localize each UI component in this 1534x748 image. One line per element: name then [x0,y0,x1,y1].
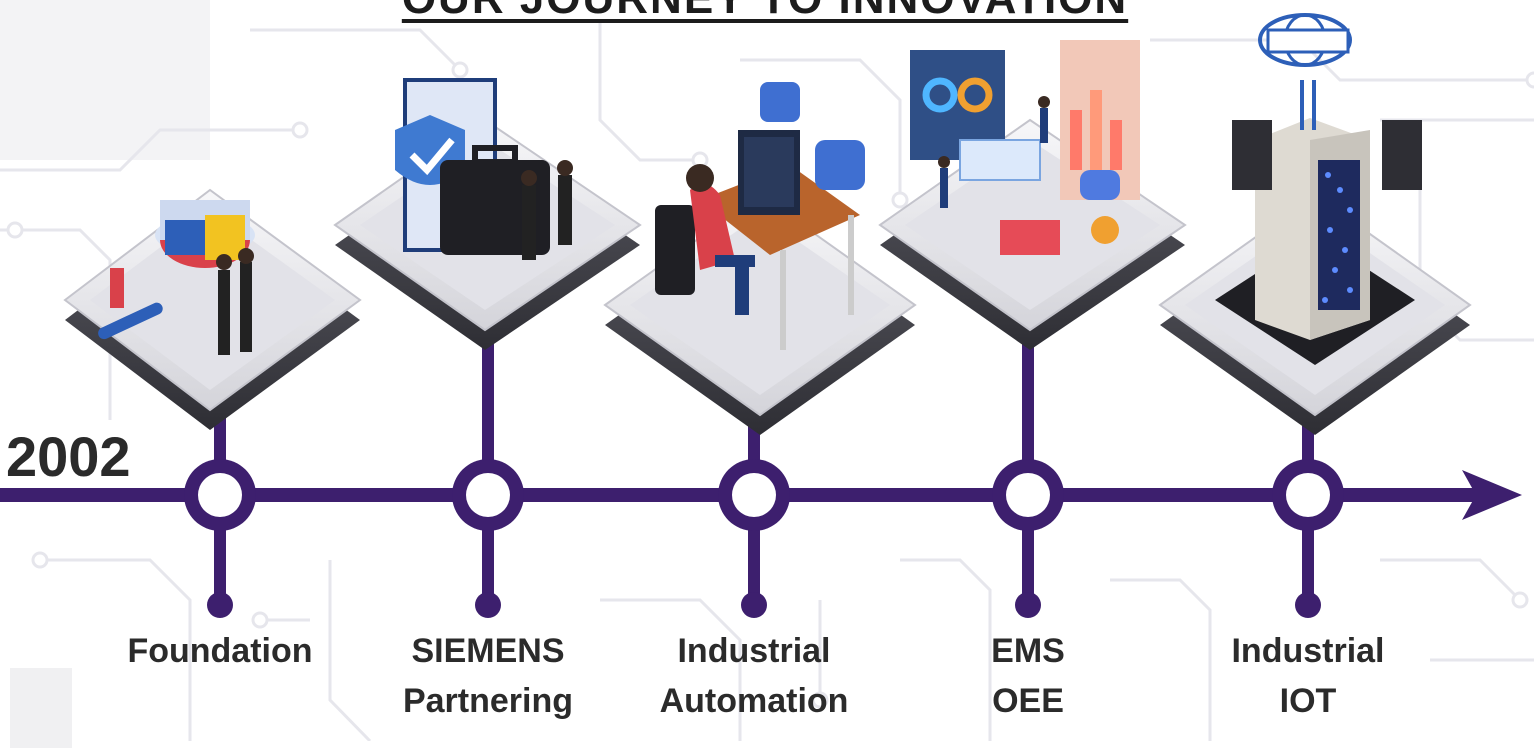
milestone-label-foundation: Foundation [105,626,335,676]
milestone-industrial-automation [603,82,917,618]
milestone-label-line1: SIEMENS [411,632,565,670]
milestone-label-ems-oee: EMS OEE [913,626,1143,726]
milestone-label-line1: Foundation [127,632,313,670]
milestone-ems-oee [878,40,1187,618]
milestone-label-line2: Partnering [402,682,574,720]
milestone-label-industrial-automation: Industrial Automation [639,626,869,726]
data-analysis-icon [98,200,255,355]
milestone-label-line2: OEE [992,682,1064,720]
milestone-label-line2: IOT [1279,682,1337,720]
milestone-label-industrial-iot: Industrial IOT [1193,626,1423,726]
milestone-industrial-iot [1158,13,1472,618]
milestone-label-line2: Automation [659,682,849,720]
iot-server-icon [1232,13,1422,340]
page-title: OUR JOURNEY TO INNOVATION [330,0,1200,24]
background-corner-block [10,668,72,748]
milestone-label-line1: EMS [991,632,1065,670]
handshake-briefcase-icon [395,78,573,260]
background-corner-block [0,0,210,160]
milestone-label-siemens: SIEMENS Partnering [373,626,603,726]
milestone-foundation [63,188,362,618]
start-year: 2002 [6,425,131,488]
dashboard-analytics-icon [910,40,1140,255]
milestone-siemens [333,78,642,618]
milestone-label-line1: Industrial [677,632,831,670]
milestone-label-line1: Industrial [1231,632,1385,670]
programmer-desk-icon [655,82,865,350]
